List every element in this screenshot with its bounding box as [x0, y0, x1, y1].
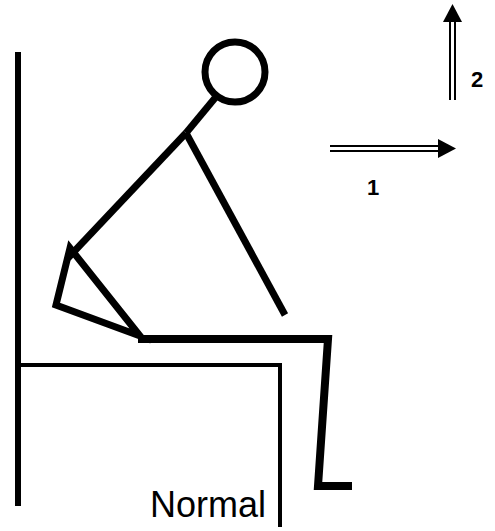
- direction-arrow: [330, 139, 456, 158]
- pelvis-triangle: [56, 248, 140, 336]
- head-circle: [205, 42, 265, 102]
- callout-number: 1: [367, 177, 379, 199]
- figure-caption-label: Normal: [150, 487, 266, 523]
- leg-line: [138, 339, 352, 486]
- direction-arrow: [443, 4, 462, 100]
- neck-line: [186, 98, 215, 133]
- back-line: [68, 133, 186, 258]
- arm-line: [186, 133, 285, 315]
- callout-number: 2: [471, 69, 483, 91]
- wall-line: [15, 52, 21, 506]
- bench-outline: [18, 365, 280, 527]
